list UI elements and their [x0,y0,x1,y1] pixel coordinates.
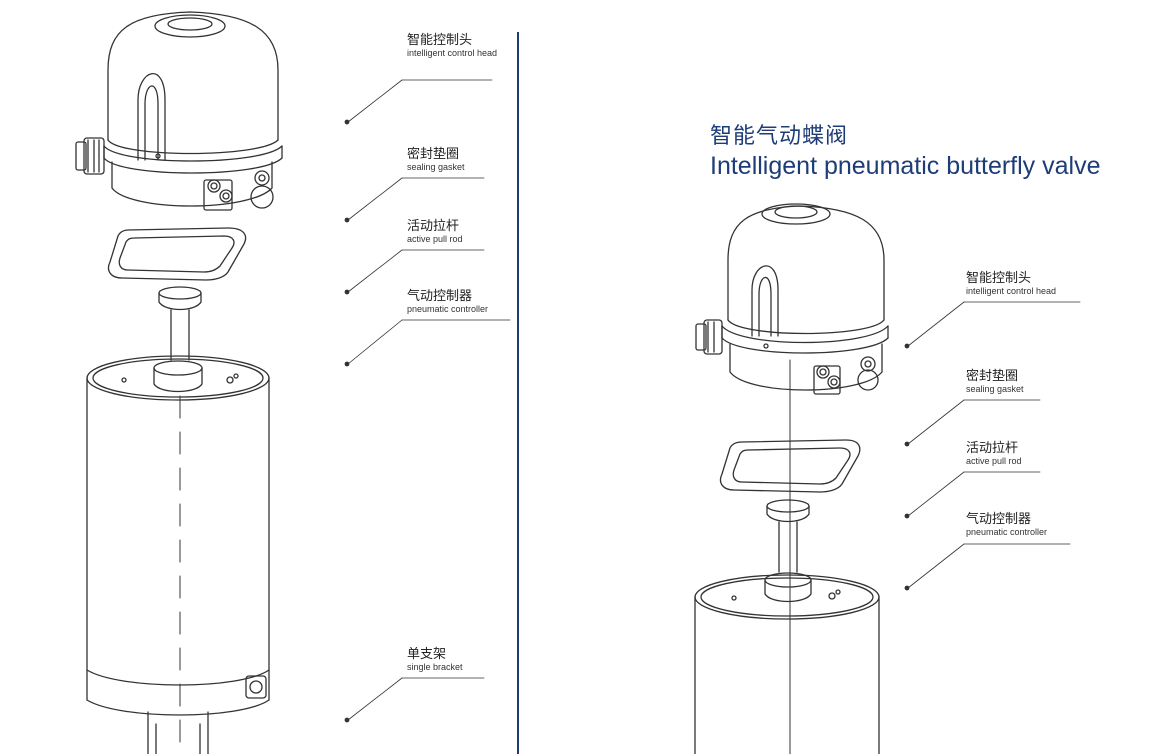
right-label-pull-rod: 活动拉杆 active pull rod [966,442,1022,466]
right-assembly [694,203,889,754]
right-leader-lines [907,301,1081,589]
label-en: intelligent control head [966,285,1057,296]
right-pull-rod [764,499,812,603]
left-label-single-bracket: 单支架 single bracket [407,648,463,672]
right-label-control-head: 智能控制头 intelligent control head [966,272,1056,296]
left-pull-rod [153,286,203,393]
title-english: Intelligent pneumatic butterfly valve [710,152,1101,180]
left-control-head [75,11,283,211]
right-label-sealing-gasket: 密封垫圈 sealing gasket [966,370,1024,394]
label-zh: 智能控制头 [966,271,1032,286]
right-label-pneumatic-controller: 气动控制器 pneumatic controller [966,513,1047,537]
title-chinese: 智能气动蝶阀 [710,124,849,149]
label-zh: 密封垫圈 [407,147,460,162]
vertical-divider [517,32,519,754]
left-leader-lines [347,79,511,721]
label-en: active pull rod [966,455,1022,466]
label-zh: 气动控制器 [407,289,473,304]
right-sealing-gasket [719,439,861,493]
left-label-pull-rod: 活动拉杆 active pull rod [407,220,463,244]
label-zh: 气动控制器 [966,512,1032,527]
label-en: single bracket [407,661,463,672]
left-label-sealing-gasket: 密封垫圈 sealing gasket [407,148,465,172]
left-pneumatic-controller [86,355,270,754]
left-assembly [75,11,283,754]
label-en: sealing gasket [407,161,465,172]
right-control-head [695,203,889,395]
label-en: pneumatic controller [966,526,1048,537]
left-label-pneumatic-controller: 气动控制器 pneumatic controller [407,290,488,314]
left-sealing-gasket [107,227,247,281]
label-zh: 密封垫圈 [966,369,1019,384]
label-zh: 单支架 [407,647,447,662]
left-label-control-head: 智能控制头 intelligent control head [407,34,503,58]
label-en: active pull rod [407,233,463,244]
label-zh: 活动拉杆 [407,219,460,234]
label-en: sealing gasket [966,383,1024,394]
label-en: intelligent control head [407,47,498,58]
label-en: pneumatic controller [407,303,489,314]
label-zh: 活动拉杆 [966,441,1019,456]
label-zh: 智能控制头 [407,33,473,48]
right-pneumatic-controller [694,574,880,754]
